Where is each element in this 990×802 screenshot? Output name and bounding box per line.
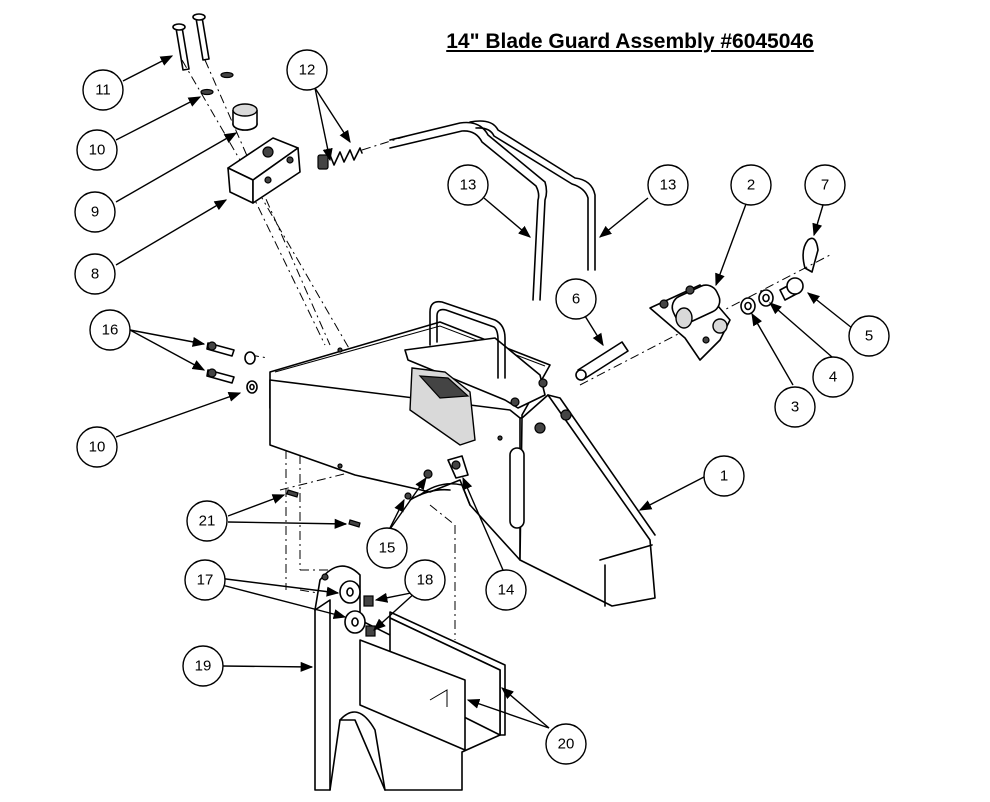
callout-21: 21 (186, 500, 228, 542)
callout-label: 1 (720, 468, 728, 485)
callout-2: 2 (730, 164, 772, 206)
hinge-hardware (740, 237, 819, 315)
callout-label: 21 (199, 513, 216, 530)
callout-10-top: 10 (76, 129, 118, 171)
callout-label: 17 (197, 572, 214, 589)
callout-11: 11 (82, 69, 124, 111)
hinge-pin (575, 341, 629, 381)
spring (317, 147, 363, 170)
blade-guard-housing (269, 321, 656, 607)
housing-handle (429, 300, 506, 379)
callout-label: 5 (865, 328, 873, 345)
callout-label: 9 (91, 204, 99, 221)
mounting-block (227, 137, 301, 204)
callout-label: 14 (498, 582, 515, 599)
callout-18: 18 (404, 559, 446, 601)
callout-8: 8 (74, 253, 116, 295)
callout-13-right: 13 (647, 164, 689, 206)
callout-12: 12 (286, 49, 328, 91)
callout-label: 16 (102, 322, 119, 339)
callout-label: 19 (195, 658, 212, 675)
small-screws (286, 455, 469, 528)
callout-7: 7 (804, 164, 846, 206)
guide-rods (389, 120, 596, 301)
callout-5: 5 (848, 315, 890, 357)
callout-label: 4 (829, 369, 837, 386)
callout-label: 13 (660, 177, 677, 194)
callout-15: 15 (366, 527, 408, 569)
callout-label: 6 (572, 291, 580, 308)
callout-14: 14 (485, 569, 527, 611)
callout-20: 20 (545, 723, 587, 765)
leader-lines (115, 55, 853, 729)
diagram-title: 14" Blade Guard Assembly #6045046 (446, 30, 814, 53)
callout-10-side: 10 (76, 426, 118, 468)
callout-label: 8 (91, 266, 99, 283)
callout-label: 12 (299, 62, 316, 79)
side-bolts (206, 341, 258, 394)
callout-4: 4 (812, 356, 854, 398)
callout-19: 19 (182, 645, 224, 687)
callout-1: 1 (703, 455, 745, 497)
callout-17: 17 (184, 559, 226, 601)
callout-label: 10 (89, 439, 106, 456)
callout-label: 2 (747, 177, 755, 194)
callout-label: 13 (460, 177, 477, 194)
callout-label: 18 (417, 572, 434, 589)
callout-6: 6 (555, 278, 597, 320)
callout-label: 7 (821, 177, 829, 194)
skirt-fasteners (339, 580, 376, 637)
callout-label: 15 (379, 540, 396, 557)
callout-label: 3 (791, 399, 799, 416)
hinge-bracket (649, 284, 731, 361)
callout-13-left: 13 (447, 164, 489, 206)
callout-16: 16 (89, 309, 131, 351)
callout-label: 10 (89, 142, 106, 159)
top-bolts (172, 13, 234, 96)
locking-knob (232, 103, 258, 131)
callout-3: 3 (774, 386, 816, 428)
callout-label: 20 (558, 736, 575, 753)
callout-label: 11 (95, 82, 111, 99)
callout-9: 9 (74, 191, 116, 233)
